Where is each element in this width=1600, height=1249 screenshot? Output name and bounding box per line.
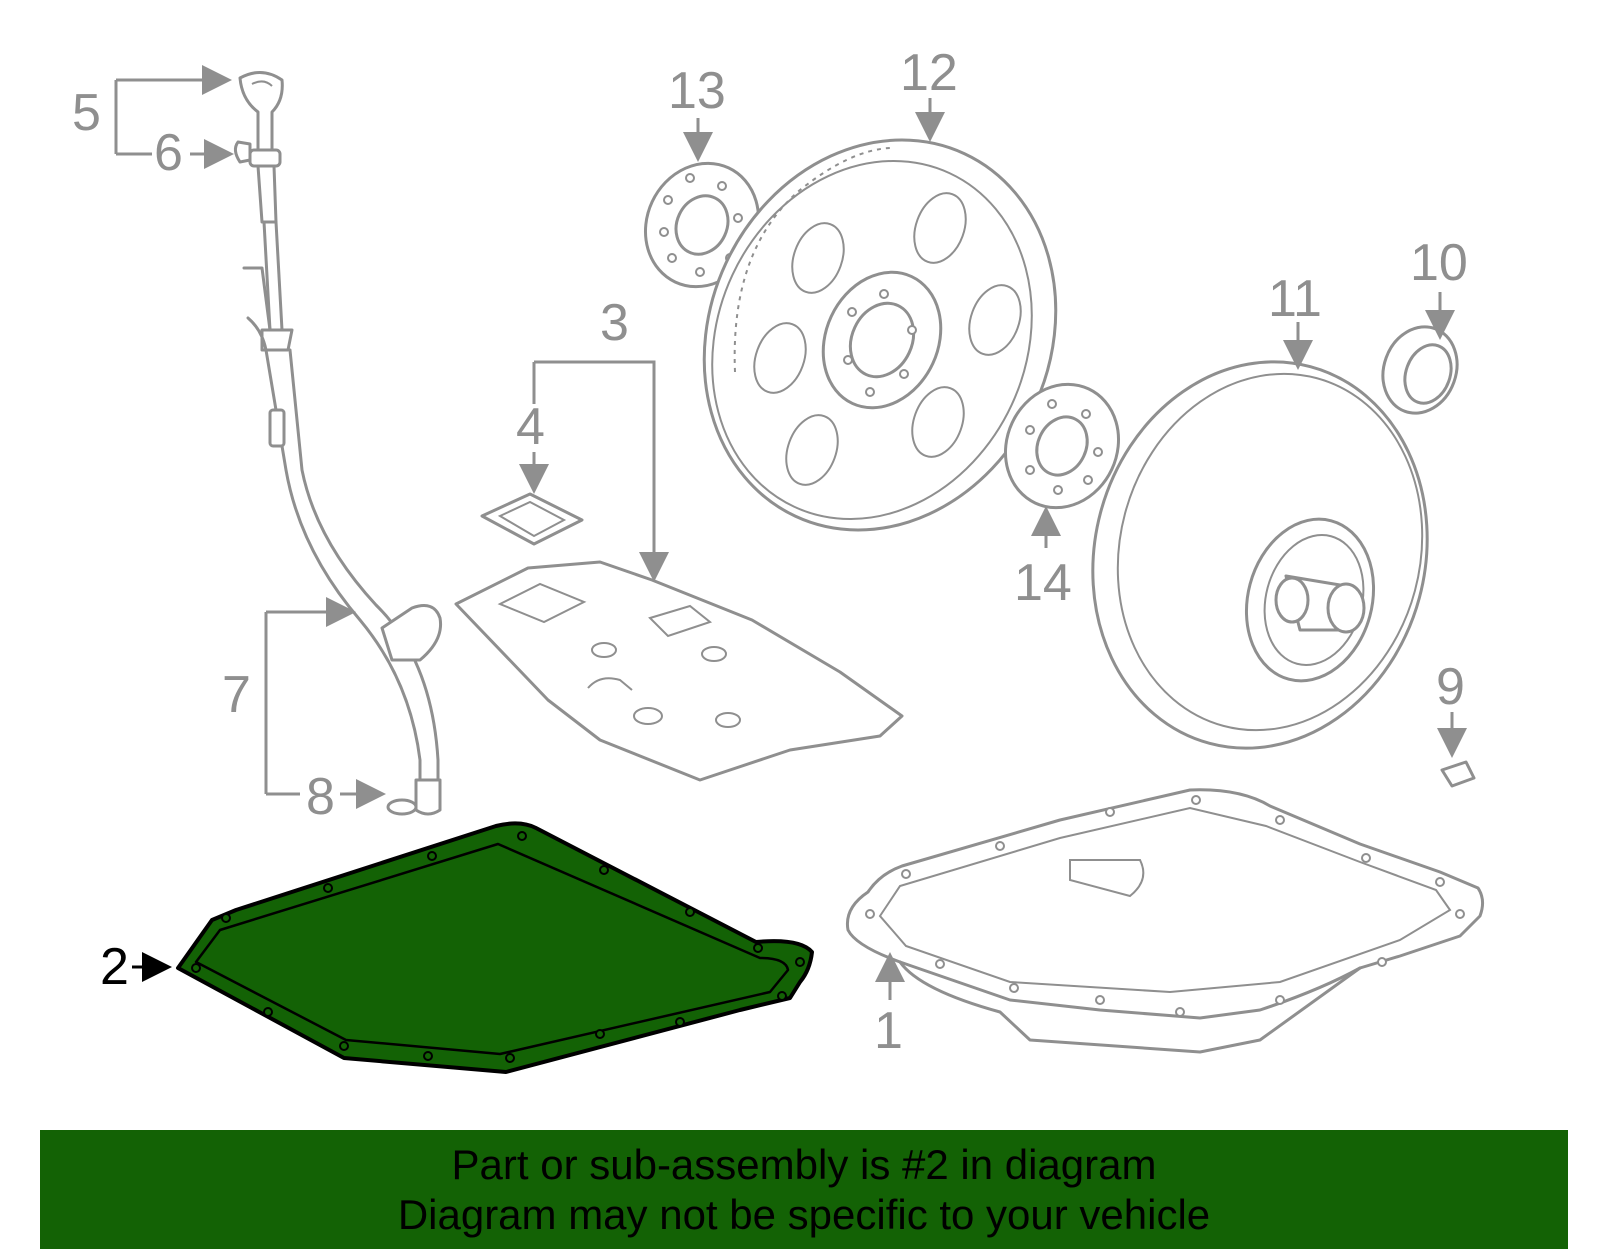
banner-line-2: Diagram may not be specific to your vehi…	[397, 1190, 1211, 1238]
flywheel-part[interactable]	[641, 82, 1118, 588]
callout-10: 10	[1410, 234, 1468, 292]
torque-converter-part[interactable]	[1050, 324, 1470, 786]
callout-9: 9	[1436, 658, 1465, 716]
strainer-gasket-part[interactable]	[480, 492, 584, 546]
callout-7: 7	[222, 666, 251, 724]
oil-strainer-part[interactable]	[454, 560, 904, 782]
callout-11: 11	[1268, 270, 1322, 328]
callout-4: 4	[516, 398, 545, 456]
banner-line-1: Part or sub-assembly is #2 in diagram	[451, 1140, 1157, 1188]
callout-8: 8	[306, 768, 335, 826]
dipstick-tube-part[interactable]	[242, 266, 443, 816]
callout-3: 3	[600, 294, 629, 352]
callout-14: 14	[1014, 554, 1072, 612]
o-ring-part[interactable]	[386, 798, 418, 816]
callout-1: 1	[874, 1002, 903, 1060]
callout-12: 12	[900, 44, 958, 102]
oil-pan-part[interactable]	[845, 788, 1485, 1054]
drain-plug-part[interactable]	[1440, 760, 1476, 788]
oil-pan-gasket-part[interactable]	[176, 821, 814, 1074]
callout-13: 13	[668, 62, 726, 120]
callout-6: 6	[154, 124, 183, 182]
info-banner: Part or sub-assembly is #2 in diagram Di…	[40, 1130, 1568, 1249]
leader-lines	[114, 80, 1467, 1000]
dipstick-part[interactable]	[233, 71, 284, 332]
spacer-plate-part[interactable]	[986, 366, 1139, 527]
callout-5: 5	[72, 84, 101, 142]
oil-seal-part[interactable]	[1371, 316, 1469, 423]
adapter-plate-part[interactable]	[626, 145, 779, 306]
callout-2: 2	[100, 938, 129, 996]
